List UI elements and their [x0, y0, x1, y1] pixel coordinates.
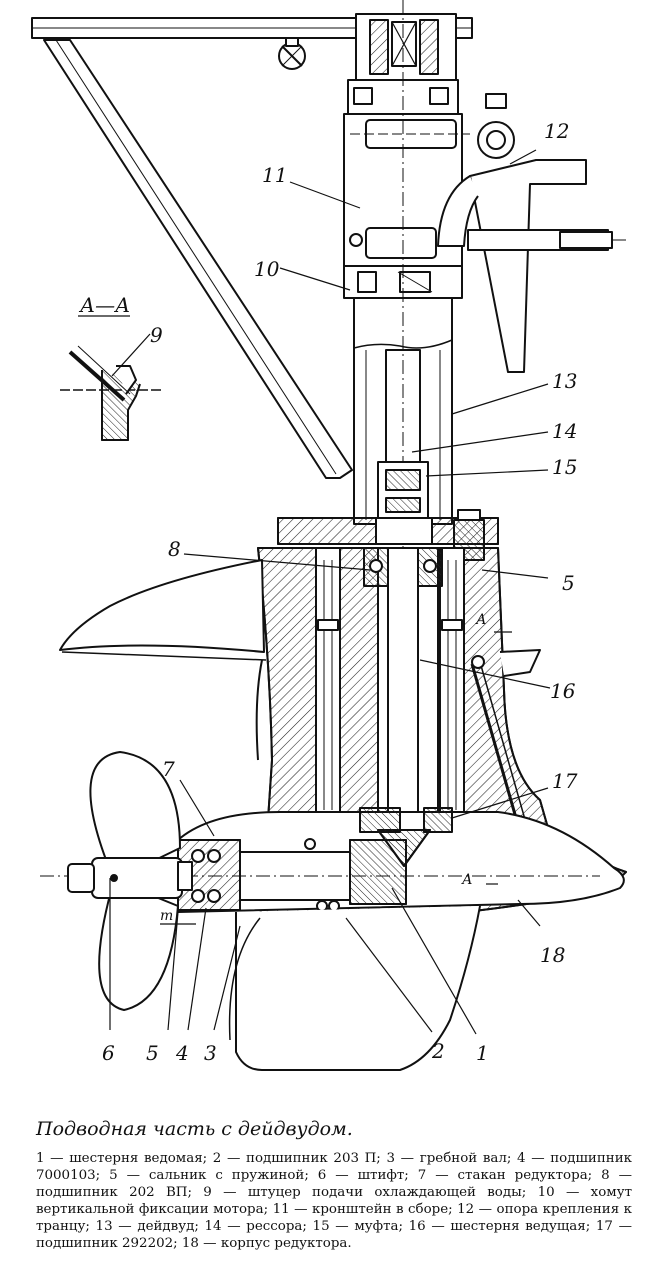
bracket-assembly: [343, 79, 470, 299]
callout-4: 4: [175, 1041, 189, 1065]
anti-cavitation-plate: [59, 559, 541, 761]
outboard-lower-unit-drawing: 11 10 12 13 14 15 8 5 16 17 7 9 18 6 5 4…: [31, 0, 627, 1071]
caption-legend: 1 — шестерня ведомая; 2 — подшипник 203 …: [36, 1151, 632, 1251]
callout-15: 15: [552, 455, 577, 479]
callout-17: 17: [552, 769, 578, 793]
diagonal-brace: [43, 39, 353, 479]
callout-8: 8: [168, 537, 181, 561]
propeller: [67, 751, 193, 1011]
section-arrow-lower: А: [461, 872, 473, 888]
leader-lines: [109, 149, 551, 1035]
callout-6: 6: [102, 1041, 115, 1065]
callout-5: 5: [146, 1041, 159, 1065]
callout-1: 1: [476, 1041, 489, 1065]
section-a-a-inset: [60, 315, 164, 441]
callout-5-upper: 5: [562, 571, 575, 595]
callout-11: 11: [262, 163, 287, 187]
top-screw: [278, 37, 306, 70]
dimension-label: т: [160, 908, 173, 924]
caption-title: Подводная часть с дейдвудом.: [36, 1118, 353, 1140]
section-arrow-upper: А: [475, 612, 487, 628]
callout-18: 18: [540, 943, 565, 967]
callout-3: 3: [204, 1041, 217, 1065]
callout-2: 2: [431, 1039, 445, 1063]
section-label: А—А: [78, 293, 130, 317]
top-shaft-housing: [355, 13, 457, 81]
callout-14: 14: [552, 419, 577, 443]
transom-mount: [437, 93, 626, 373]
callout-16: 16: [550, 679, 576, 703]
callout-7: 7: [162, 757, 175, 781]
callout-12: 12: [544, 119, 569, 143]
callout-labels: 11 10 12 13 14 15 8 5 16 17 7 9 18 6 5 4…: [78, 119, 578, 1065]
callout-9: 9: [150, 323, 163, 347]
skeg: [228, 905, 481, 1071]
callout-13: 13: [552, 369, 577, 393]
callout-10: 10: [254, 257, 280, 281]
